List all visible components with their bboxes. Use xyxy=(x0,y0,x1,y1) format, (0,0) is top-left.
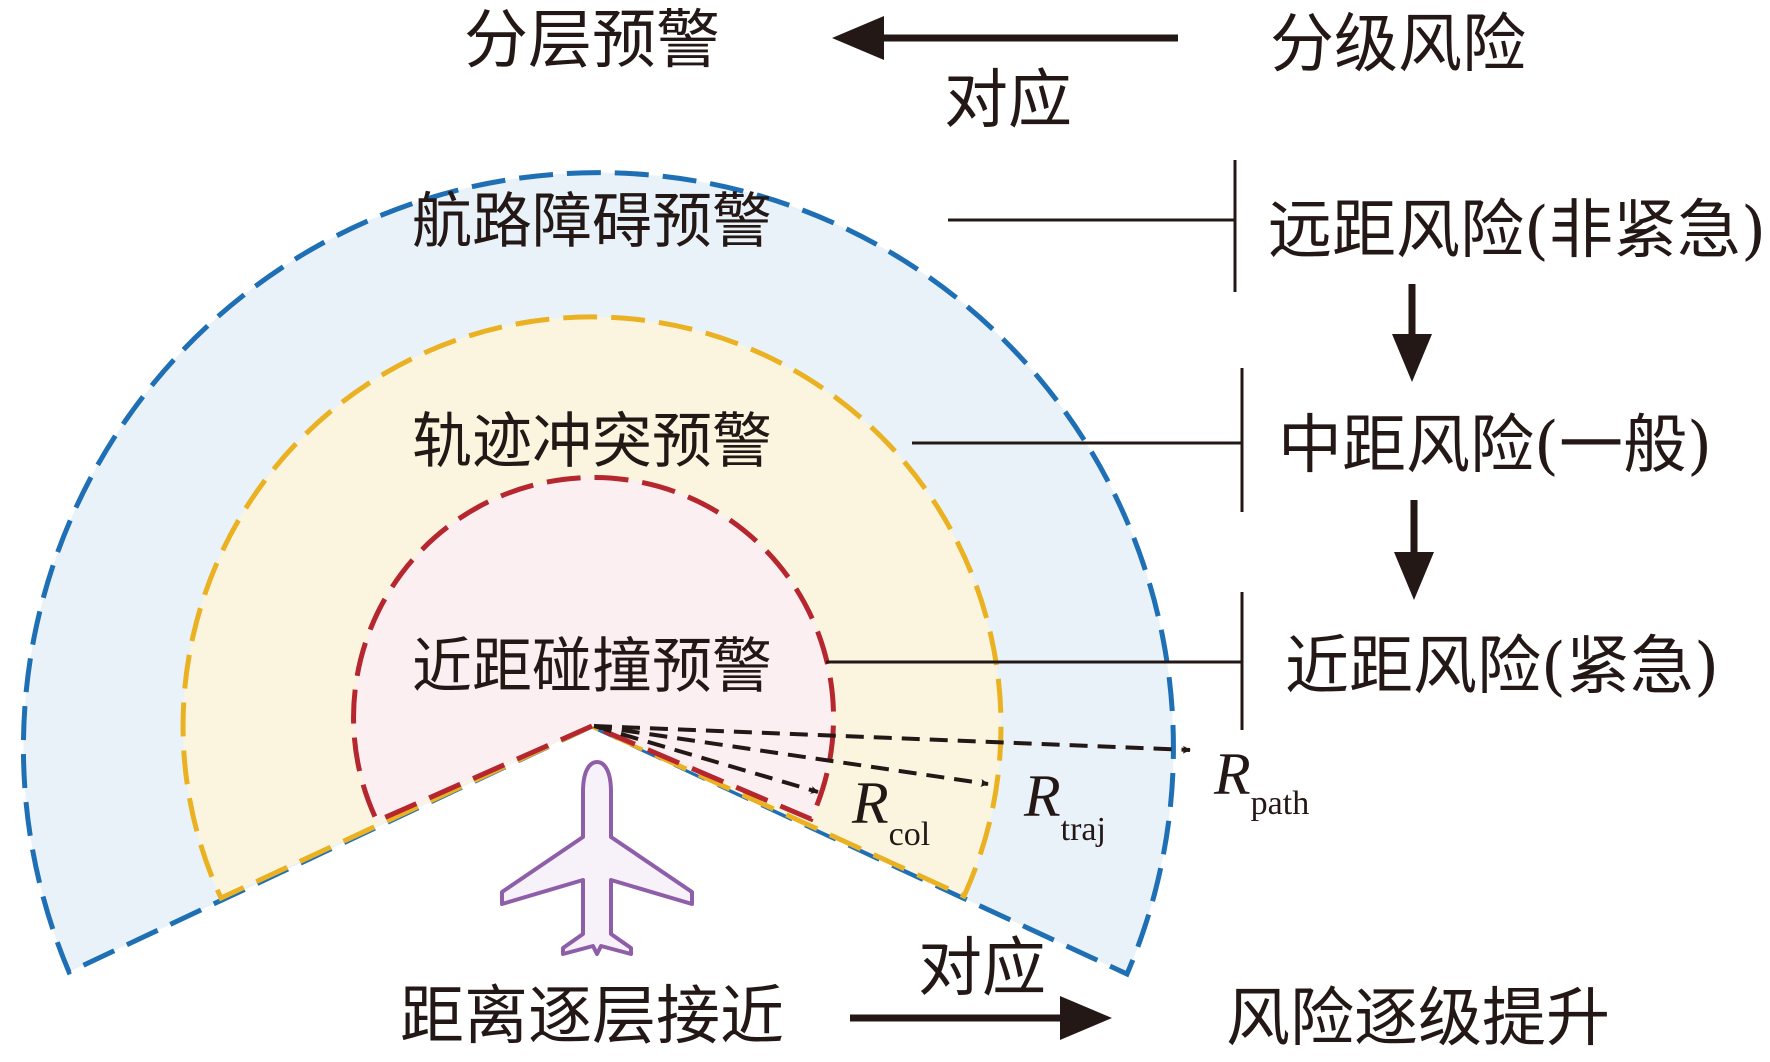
inner-zone-boundary xyxy=(351,475,837,825)
footer-right-arrow xyxy=(850,996,1112,1040)
inner-zone-sector xyxy=(353,477,834,821)
radius-path-arrow xyxy=(593,724,1191,754)
radius-path-subscript: path xyxy=(1251,785,1310,822)
header-layered-warning: 分层预警 xyxy=(464,4,720,78)
radius-traj-label: Rtraj xyxy=(1023,763,1106,848)
radius-col-label: Rcol xyxy=(851,770,930,853)
header-left-arrow xyxy=(832,16,1178,60)
middle-zone-boundary xyxy=(180,314,1004,902)
footer-corresponds: 对应 xyxy=(918,932,1046,1006)
zone-label-middle: 轨迹冲突预警 xyxy=(412,407,772,477)
radius-traj-arrow xyxy=(593,724,989,787)
footer-risk-escalation: 风险逐级提升 xyxy=(1226,982,1610,1056)
header-corresponds: 对应 xyxy=(944,64,1072,138)
risk-label-mid: 中距风险(一般) xyxy=(1278,409,1712,483)
escalation-arrow-1 xyxy=(1392,284,1432,382)
risk-label-near: 近距风险(紧急) xyxy=(1285,630,1719,704)
outer-zone-boundary xyxy=(20,170,1176,978)
header-graded-risk: 分级风险 xyxy=(1270,8,1526,82)
radius-path-label: Rpath xyxy=(1213,741,1309,822)
escalation-arrow-2 xyxy=(1394,500,1434,600)
radius-col-arrow xyxy=(593,724,819,794)
aircraft-icon xyxy=(500,760,694,956)
zone-label-outer: 航路障碍预警 xyxy=(412,187,772,257)
radius-col-subscript: col xyxy=(889,816,931,853)
radius-traj-subscript: traj xyxy=(1061,811,1106,848)
footer-distance-approach: 距离逐层接近 xyxy=(400,980,784,1054)
zone-label-inner: 近距碰撞预警 xyxy=(412,632,772,702)
risk-label-far: 远距风险(非紧急) xyxy=(1268,194,1766,268)
